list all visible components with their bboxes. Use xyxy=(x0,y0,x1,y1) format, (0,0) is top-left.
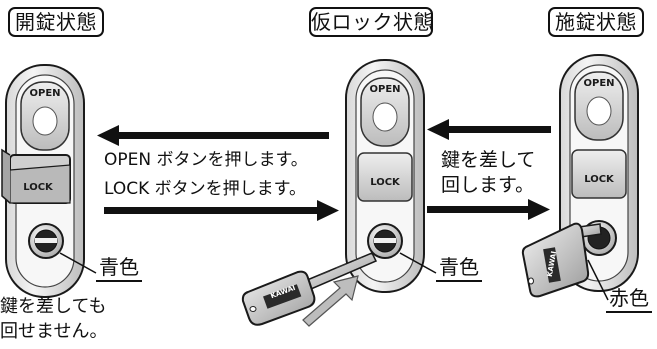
device-temporary-lock xyxy=(241,59,437,327)
lock-text-middle: LOCK xyxy=(370,177,400,188)
open-text-right: OPEN xyxy=(583,78,615,89)
open-text-middle: OPEN xyxy=(369,84,401,95)
open-text-left: OPEN xyxy=(29,88,61,99)
key-cylinder-blue-middle xyxy=(367,223,403,259)
state-label-locked: 施錠状態 xyxy=(548,7,644,37)
key-turned xyxy=(521,222,602,298)
insert-arrow xyxy=(302,275,359,327)
key-inserting xyxy=(241,252,378,326)
key-cylinder-blue-left xyxy=(28,223,64,259)
instruction-open-press: OPEN ボタンを押します。 xyxy=(104,150,308,170)
lock-text-right: LOCK xyxy=(584,174,614,185)
color-label-blue-middle: 青色 xyxy=(436,255,482,282)
instruction-insert-key-1: 鍵を差して xyxy=(441,149,536,171)
arrow-lock-to-temp xyxy=(104,200,339,221)
device-unlocked xyxy=(1,64,97,298)
instruction-lock-press: LOCK ボタンを押します。 xyxy=(104,179,306,199)
device-locked xyxy=(521,54,639,301)
arrow-temp-to-locked xyxy=(427,199,550,220)
note-cannot-turn-2: 回せません。 xyxy=(0,321,108,342)
instruction-insert-key-2: 回します。 xyxy=(441,174,535,196)
arrow-open-to-unlock xyxy=(97,125,329,146)
lock-button-popped xyxy=(1,148,71,204)
color-label-red-right: 赤色 xyxy=(606,286,652,313)
lock-text-left: LOCK xyxy=(23,182,53,193)
state-label-temporary-lock: 仮ロック状態 xyxy=(309,7,434,37)
note-cannot-turn-1: 鍵を差しても xyxy=(0,296,107,317)
color-label-blue-left: 青色 xyxy=(96,255,142,282)
arrow-locked-to-temp xyxy=(427,119,551,140)
state-label-unlocked: 開錠状態 xyxy=(8,7,104,37)
